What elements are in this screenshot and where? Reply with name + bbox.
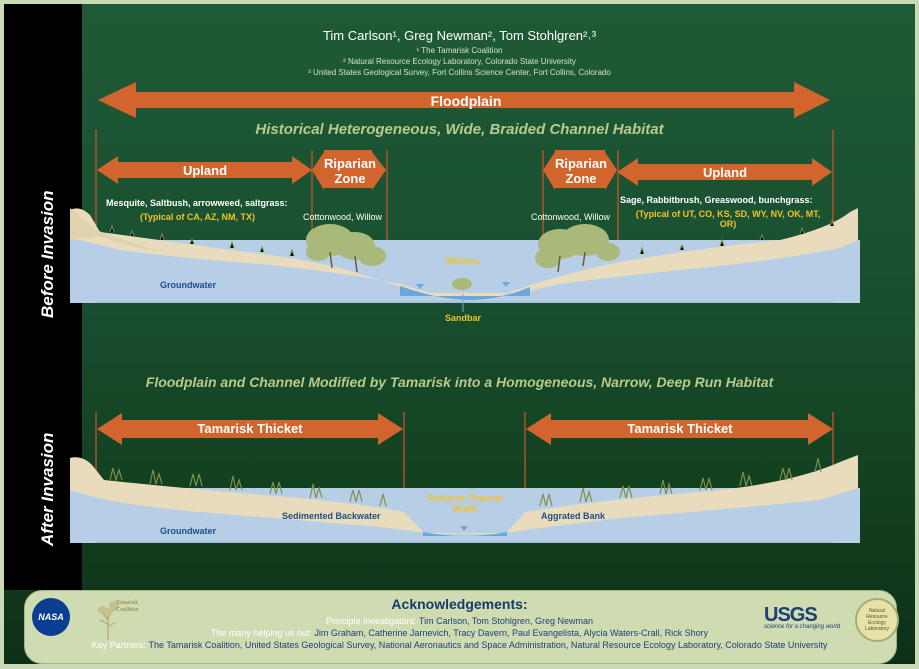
- reduced-channel-label: Reduced Channel Width: [426, 493, 503, 514]
- floodplain-arrow: [98, 82, 830, 118]
- tamarisk-left-label: Tamarisk Thicket: [197, 421, 303, 436]
- key-partners-line: Key Partners: The Tamarisk Coalition, Un…: [0, 640, 919, 650]
- after-title: Floodplain and Channel Modified by Tamar…: [145, 374, 774, 390]
- groundwater-before: Groundwater: [160, 280, 217, 290]
- usgs-tagline: science for a changing world: [764, 624, 841, 630]
- left-typical: (Typical of CA, AZ, NM, TX): [140, 212, 255, 222]
- acknowledgements-box: [24, 590, 897, 664]
- helpers-line: The many helping us out: Jim Graham, Cat…: [0, 628, 919, 638]
- pi-value: Tim Carlson, Tom Stohlgren, Greg Newman: [418, 616, 593, 626]
- sandbar-label: Sandbar: [444, 313, 481, 323]
- willows-label: Willows: [445, 256, 479, 266]
- partners-value: The Tamarisk Coalition, United States Ge…: [148, 640, 828, 650]
- riparian-right-label: Riparian Zone: [554, 156, 607, 186]
- riparian-right-arrow: [543, 150, 617, 190]
- partners-key: Key Partners:: [91, 640, 147, 650]
- tamarisk-right-label: Tamarisk Thicket: [627, 421, 733, 436]
- usgs-logo: USGS science for a changing world: [764, 604, 844, 632]
- sidebar: [4, 4, 82, 590]
- cottonwood-left: Cottonwood, Willow: [303, 212, 383, 222]
- nasa-logo: NASA: [32, 598, 70, 636]
- before-title: Historical Heterogeneous, Wide, Braided …: [255, 121, 664, 138]
- left-vegetation: Mesquite, Saltbush, arrowweed, saltgrass…: [106, 198, 288, 208]
- nasa-logo-text: NASA: [38, 612, 64, 622]
- nrel-logo: Natural Resource Ecology Laboratory: [855, 598, 899, 642]
- helpers-key: The many helping us out:: [210, 628, 312, 638]
- before-cross-section: [70, 208, 860, 312]
- upland-right-label: Upland: [702, 165, 748, 180]
- floodplain-label: Floodplain: [430, 93, 502, 109]
- sedimented-backwater-label: Sedimented Backwater: [282, 511, 381, 521]
- acknowledgements-title: Acknowledgements:: [391, 596, 528, 612]
- affiliation-3: ³ United States Geological Survey, Fort …: [308, 68, 611, 77]
- riparian-left-arrow: [312, 150, 386, 190]
- cottonwood-right: Cottonwood, Willow: [531, 212, 611, 222]
- right-vegetation: Sage, Rabbitbrush, Greaswood, bunchgrass…: [620, 195, 813, 205]
- upland-right-arrow: [617, 158, 832, 186]
- usgs-logo-text: USGS: [764, 604, 818, 626]
- nrel-logo-text: Natural Resource Ecology Laboratory: [865, 608, 889, 632]
- after-cross-section: [70, 455, 860, 543]
- helpers-value: Jim Graham, Catherine Jarnevich, Tracy D…: [314, 628, 709, 638]
- upland-left-label: Upland: [182, 163, 228, 178]
- tamarisk-left-arrow: [97, 413, 403, 445]
- affiliation-1: ¹ The Tamarisk Coalition: [416, 46, 503, 55]
- right-typical: (Typical of UT, CO, KS, SD, WY, NV, OK, …: [635, 209, 821, 229]
- tamarisk-logo-text: Tamarisk Coalition: [116, 600, 139, 613]
- tamarisk-tree-icon: [98, 601, 119, 640]
- upland-left-arrow: [97, 156, 312, 184]
- tamarisk-coalition-logo: Tamarisk Coalition: [94, 596, 150, 642]
- authors: Tim Carlson¹, Greg Newman², Tom Stohlgre…: [322, 28, 597, 43]
- groundwater-after: Groundwater: [160, 526, 217, 536]
- aggrated-bank-label: Aggrated Bank: [541, 511, 606, 521]
- principal-investigators-line: Principle Investigators: Tim Carlson, To…: [0, 616, 919, 626]
- tamarisk-right-arrow: [526, 413, 833, 445]
- poster-background: [4, 4, 915, 664]
- pi-key: Principle Investigators:: [326, 616, 417, 626]
- riparian-left-label: Riparian Zone: [323, 156, 376, 186]
- affiliation-2: ² Natural Resource Ecology Laboratory, C…: [343, 57, 576, 66]
